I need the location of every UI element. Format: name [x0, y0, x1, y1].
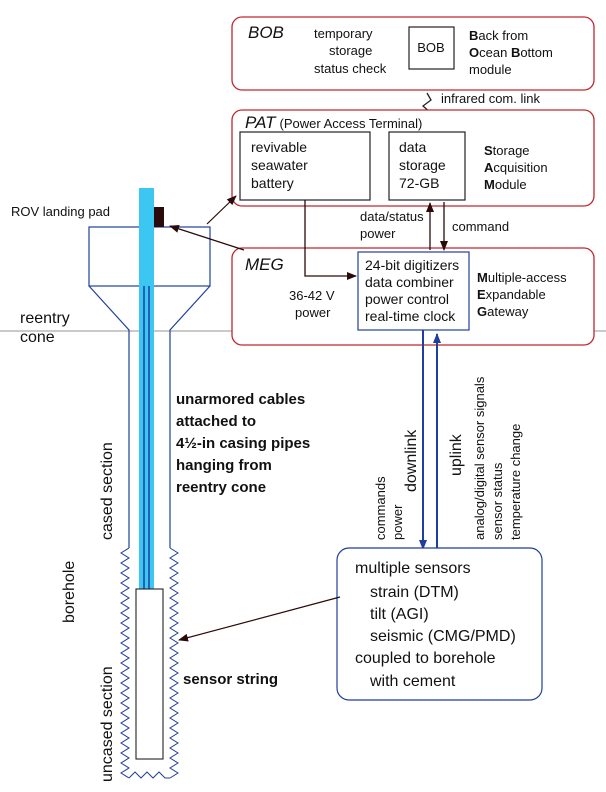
sam-line-3: Module [484, 177, 527, 192]
uplink-signals-3: temperature change [508, 424, 523, 540]
data-storage-line-1: data [399, 139, 426, 155]
battery-line-2: seawater [251, 157, 308, 173]
cables-note-2: attached to [176, 413, 256, 430]
data-status-label-1: data/status [360, 209, 424, 224]
downlink-label: downlink [403, 429, 420, 492]
digitizer-line-2: data combiner [365, 274, 454, 290]
rov-label: ROV landing pad [11, 204, 110, 219]
data-status-label-2: power [360, 226, 396, 241]
data-storage-line-2: storage [399, 157, 446, 173]
command-label: command [452, 219, 509, 234]
meg-to-pad-arrow [169, 224, 245, 251]
bob-full-1: Back from [469, 28, 528, 43]
pat-module: PAT(Power Access Terminal) revivable sea… [231, 109, 595, 207]
uplink-signals-1: analog/digital sensor signals [472, 376, 487, 540]
pat-heading: PAT(Power Access Terminal) [245, 113, 422, 132]
sensors-box: multiple sensors strain (DTM) tilt (AGI)… [336, 547, 543, 701]
sensor-string-tube [135, 588, 164, 760]
digitizer-line-1: 24-bit digitizers [365, 257, 459, 273]
digitizer-line-3: power control [365, 291, 449, 307]
cables-note-3: 4½-in casing pipes [176, 435, 310, 452]
meg-full-2: Expandable [477, 287, 546, 302]
meg-title: MEG [245, 255, 284, 274]
battery-power-line [304, 200, 357, 280]
sensors-line-6: with cement [369, 673, 456, 690]
sensors-line-5: coupled to borehole [355, 650, 496, 667]
cone-funnel [88, 285, 211, 350]
rov-to-pat-arrow [206, 195, 237, 225]
meg-full-3: Gateway [477, 304, 529, 319]
bob-desc-3: status check [314, 61, 387, 76]
reentry-label-1: reentry [20, 310, 70, 327]
digitizer-line-4: real-time clock [365, 308, 456, 324]
cables-note-4: hanging from [176, 457, 272, 474]
cable-bundle [139, 188, 154, 590]
battery-box [239, 131, 371, 201]
sensors-to-string-arrow [178, 596, 341, 642]
borehole-label: borehole [61, 561, 78, 623]
sensors-frame [336, 547, 543, 701]
borehole-wall-left [120, 547, 130, 779]
bob-desc-2: storage [329, 43, 372, 58]
bob-module: BOB temporary storage status check BOB B… [231, 16, 595, 91]
sensors-line-4: seismic (CMG/PMD) [370, 628, 516, 645]
uncased-section-label: uncased section [99, 666, 116, 782]
borehole-wall-right [169, 547, 179, 779]
bob-unit-box [408, 26, 455, 70]
bob-unit-label: BOB [417, 40, 444, 55]
data-storage-box [388, 131, 466, 201]
bob-title: BOB [248, 23, 284, 42]
voltage-label-1: 36-42 V [289, 288, 335, 303]
sensors-line-1: multiple sensors [355, 560, 471, 577]
battery-line-3: battery [251, 175, 294, 191]
digitizer-box [357, 251, 470, 331]
sam-line-1: Storage [484, 143, 530, 158]
meg-module: MEG 24-bit digitizers data combiner powe… [231, 247, 595, 346]
commands-label: commands [373, 476, 388, 540]
borehole-bottom [128, 771, 170, 779]
data-storage-line-3: 72-GB [399, 175, 439, 191]
sensor-string-label: sensor string [183, 671, 278, 688]
reentry-label-2: cone [20, 329, 55, 346]
uplink-label: uplink [448, 433, 465, 476]
voltage-label-2: power [295, 305, 331, 320]
sensors-line-2: strain (DTM) [370, 584, 459, 601]
bob-desc-1: temporary [314, 26, 373, 41]
meg-full-1: Multiple-access [477, 270, 567, 285]
uplink-signals-2: sensor status [490, 462, 505, 540]
infrared-link-label: infrared com. link [441, 91, 540, 106]
bob-full-3: module [469, 62, 512, 77]
cables-note-5: reentry cone [176, 479, 266, 496]
sam-line-2: Acquisition [484, 160, 548, 175]
battery-line-1: revivable [251, 139, 307, 155]
bob-full-2: Ocean Bottom [469, 45, 553, 60]
power-label: power [390, 504, 405, 540]
cables-note-1: unarmored cables [176, 391, 305, 408]
cased-section-label: cased section [99, 442, 116, 540]
sensors-line-3: tilt (AGI) [370, 606, 429, 623]
